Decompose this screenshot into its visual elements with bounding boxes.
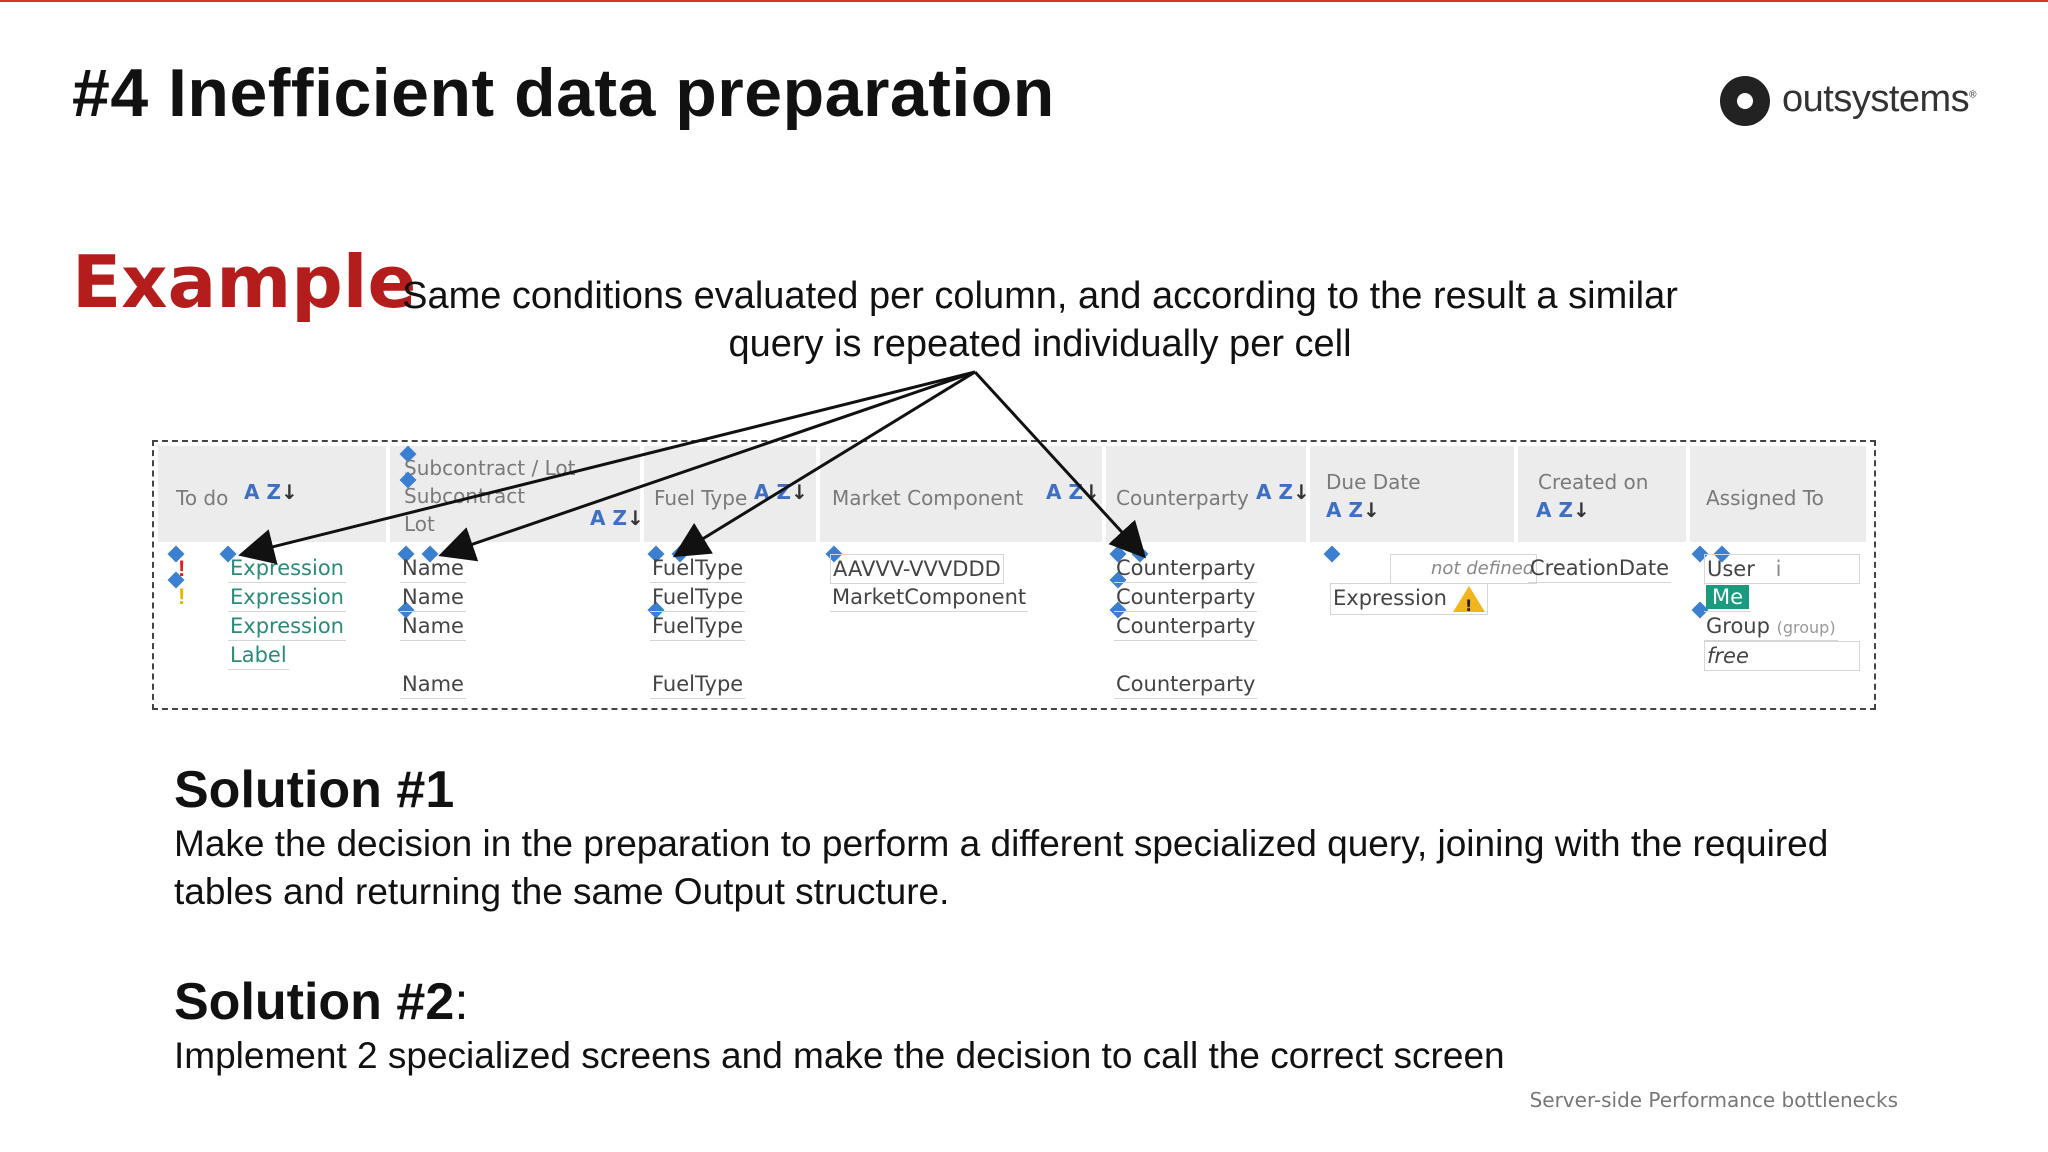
header-market-component: Market Component A Z↓ — [820, 446, 1102, 542]
solution-1-text: Make the decision in the preparation to … — [174, 823, 1829, 912]
counterparty-cell: Counterparty — [1114, 612, 1258, 641]
solution-2-heading: Solution #2: — [174, 973, 469, 1031]
counterparty-cell: Counterparty — [1114, 554, 1258, 583]
sort-icon: A Z↓ — [1256, 480, 1310, 504]
due-date-not-defined: not defined — [1390, 554, 1538, 584]
top-accent-line — [0, 0, 2048, 2]
created-on-cell: CreationDate — [1528, 554, 1672, 583]
assigned-me-cell: Me — [1704, 583, 1752, 612]
counterparty-cell: Counterparty — [1114, 670, 1258, 699]
market-component-cell: MarketComponent — [830, 583, 1029, 612]
header-fuel-type: Fuel Type A Z↓ — [644, 446, 816, 542]
due-date-expression: Expression! — [1330, 583, 1488, 615]
sort-icon: A Z↓ — [1326, 498, 1380, 522]
header-todo: To do A Z↓ — [158, 446, 386, 542]
solution-1-heading: Solution #1 — [174, 761, 455, 819]
todo-cell: Expression — [228, 554, 346, 583]
fuel-type-cell: FuelType — [650, 583, 746, 612]
sort-icon: A Z↓ — [590, 506, 644, 530]
example-caption: Same conditions evaluated per column, an… — [402, 275, 1678, 365]
todo-cell: Expression — [228, 583, 346, 612]
market-component-cell: AAVVV-VVVDDD — [830, 554, 1004, 584]
sort-icon: A Z↓ — [1536, 498, 1590, 522]
name-cell: Name — [400, 612, 466, 641]
example-label: Example — [72, 240, 417, 324]
name-cell: Name — [400, 583, 466, 612]
sort-icon: A Z↓ — [1046, 480, 1100, 504]
logo-circle-icon — [1720, 76, 1770, 126]
header-counterparty: Counterparty A Z↓ — [1106, 446, 1310, 542]
warning-mark: ! — [178, 584, 186, 609]
name-cell: Name — [400, 554, 466, 583]
fuel-type-cell: FuelType — [650, 612, 746, 641]
todo-cell: Label — [228, 641, 289, 670]
header-subcontract-lot: Subcontract / Lot Subcontract Lot A Z↓ — [390, 445, 644, 542]
alert-mark: ! — [178, 556, 186, 581]
name-cell: Name — [400, 670, 466, 699]
info-icon: i — [1775, 557, 1782, 581]
sort-icon: A Z↓ — [754, 480, 808, 504]
assigned-user-cell: User i — [1704, 554, 1860, 584]
sort-icon: A Z↓ — [244, 480, 298, 504]
solution-2-text: Implement 2 specialized screens and make… — [174, 1035, 1505, 1076]
todo-cell: Expression — [228, 612, 346, 641]
counterparty-cell: Counterparty — [1114, 583, 1258, 612]
footer-text: Server-side Performance bottlenecks — [1529, 1088, 1898, 1112]
fuel-type-cell: FuelType — [650, 670, 746, 699]
header-assigned-to: Assigned To — [1690, 446, 1866, 542]
slide-title: #4 Inefficient data preparation — [72, 55, 1055, 131]
header-created-on: Created on A Z↓ — [1518, 446, 1686, 542]
assigned-group-cell: Group (group) — [1704, 612, 1838, 641]
logo-text: outsystems® — [1782, 78, 1977, 120]
table-screenshot: To do A Z↓ Subcontract / Lot Subcontract… — [152, 440, 1876, 710]
assigned-free-cell: free — [1704, 641, 1860, 671]
warning-icon: ! — [1453, 586, 1485, 615]
header-due-date: Due Date A Z↓ — [1310, 446, 1514, 542]
outsystems-logo: outsystems® — [1720, 76, 1980, 128]
fuel-type-cell: FuelType — [650, 554, 746, 583]
